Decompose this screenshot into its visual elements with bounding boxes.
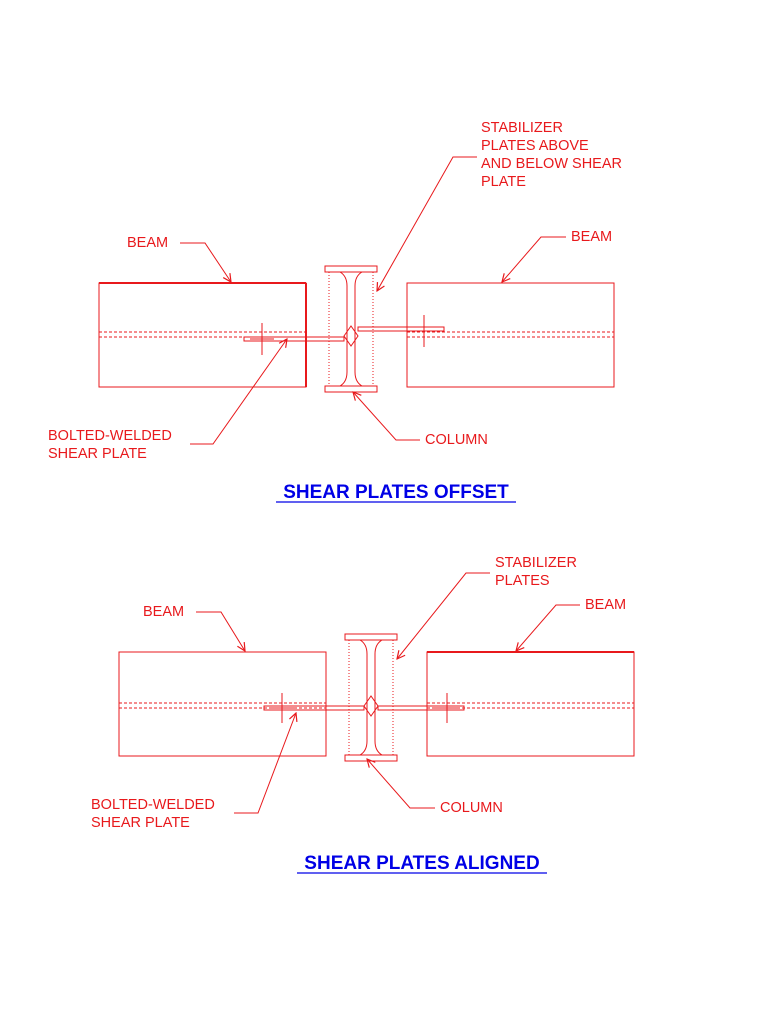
aligned-title: SHEAR PLATES ALIGNED	[304, 853, 539, 874]
aligned-shear-plate-left	[263, 693, 365, 723]
offset-stabilizer-label-2: PLATES ABOVE	[481, 138, 589, 154]
offset-column-label: COLUMN	[425, 432, 488, 448]
aligned-beam-left-callout: BEAM	[143, 604, 245, 651]
offset-stabilizer-label-4: PLATE	[481, 174, 526, 190]
offset-shear-plate-label-2: SHEAR PLATE	[48, 446, 147, 462]
offset-shear-plate-callout: BOLTED-WELDED SHEAR PLATE	[48, 339, 287, 462]
offset-left-beam	[98, 282, 307, 388]
offset-shear-plate-left	[243, 323, 345, 355]
offset-title: SHEAR PLATES OFFSET	[283, 482, 509, 503]
aligned-right-beam	[426, 651, 635, 757]
aligned-stabilizer-callout: STABILIZER PLATES	[397, 555, 577, 659]
offset-stabilizer-label-1: STABILIZER	[481, 120, 563, 136]
offset-beam-left-label: BEAM	[127, 235, 168, 251]
aligned-stabilizer-label-1: STABILIZER	[495, 555, 577, 571]
aligned-beam-right-callout: BEAM	[516, 597, 626, 651]
aligned-left-beam	[118, 651, 327, 757]
aligned-column-callout: COLUMN	[367, 759, 503, 816]
offset-shear-plate-label-1: BOLTED-WELDED	[48, 428, 172, 444]
offset-stabilizer-callout: STABILIZER PLATES ABOVE AND BELOW SHEAR …	[377, 120, 622, 291]
aligned-beam-right-label: BEAM	[585, 597, 626, 613]
offset-column-callout: COLUMN	[353, 392, 488, 448]
aligned-column-label: COLUMN	[440, 800, 503, 816]
aligned-shear-plate-callout: BOLTED-WELDED SHEAR PLATE	[91, 713, 296, 831]
offset-shear-plate-right	[357, 315, 445, 347]
aligned-detail: BEAM BEAM STABILIZER PLATES BOLTED-WELDE…	[91, 555, 635, 874]
aligned-stabilizer-label-2: PLATES	[495, 573, 550, 589]
offset-beam-right-callout: BEAM	[502, 229, 612, 282]
aligned-shear-plate-label-1: BOLTED-WELDED	[91, 797, 215, 813]
offset-stabilizer-label-3: AND BELOW SHEAR	[481, 156, 622, 172]
aligned-shear-plate-label-2: SHEAR PLATE	[91, 815, 190, 831]
offset-beam-left-callout: BEAM	[127, 235, 231, 282]
aligned-shear-plate-right	[377, 693, 465, 723]
offset-column	[324, 265, 378, 393]
aligned-beam-left-label: BEAM	[143, 604, 184, 620]
offset-right-beam	[406, 282, 615, 388]
offset-beam-right-label: BEAM	[571, 229, 612, 245]
offset-detail: BEAM BEAM STABILIZER PLATES ABOVE AND BE…	[48, 120, 622, 503]
aligned-column	[344, 633, 398, 762]
